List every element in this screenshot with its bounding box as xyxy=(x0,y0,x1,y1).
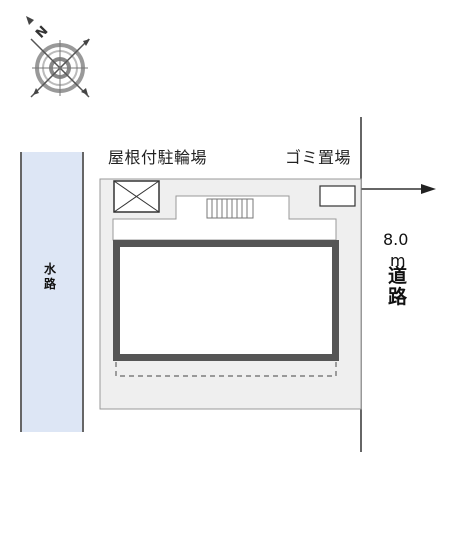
waterway xyxy=(22,152,82,432)
road-label-char-2: 路 xyxy=(388,286,408,308)
compass-north-letter: N xyxy=(33,23,51,41)
road-width-value: 8.0 xyxy=(383,230,409,249)
stairs-icon xyxy=(206,198,254,219)
road-label-char-1: 道 xyxy=(388,265,408,287)
road-width-unit: m xyxy=(390,251,406,270)
compass-icon: N xyxy=(26,16,90,98)
garbage-area-label: ゴミ置場 xyxy=(285,148,352,167)
building-outline xyxy=(113,240,339,361)
waterway-label: 水 路 xyxy=(44,262,56,292)
arrow-icon xyxy=(421,184,436,194)
waterway-label-char-2: 路 xyxy=(44,277,57,291)
bicycle-parking-label: 屋根付駐輪場 xyxy=(108,148,208,167)
waterway-label-char-1: 水 xyxy=(44,262,57,276)
road-label: 道 路 xyxy=(388,266,407,308)
garbage-area-box xyxy=(319,185,356,207)
bicycle-parking-box xyxy=(113,180,160,213)
